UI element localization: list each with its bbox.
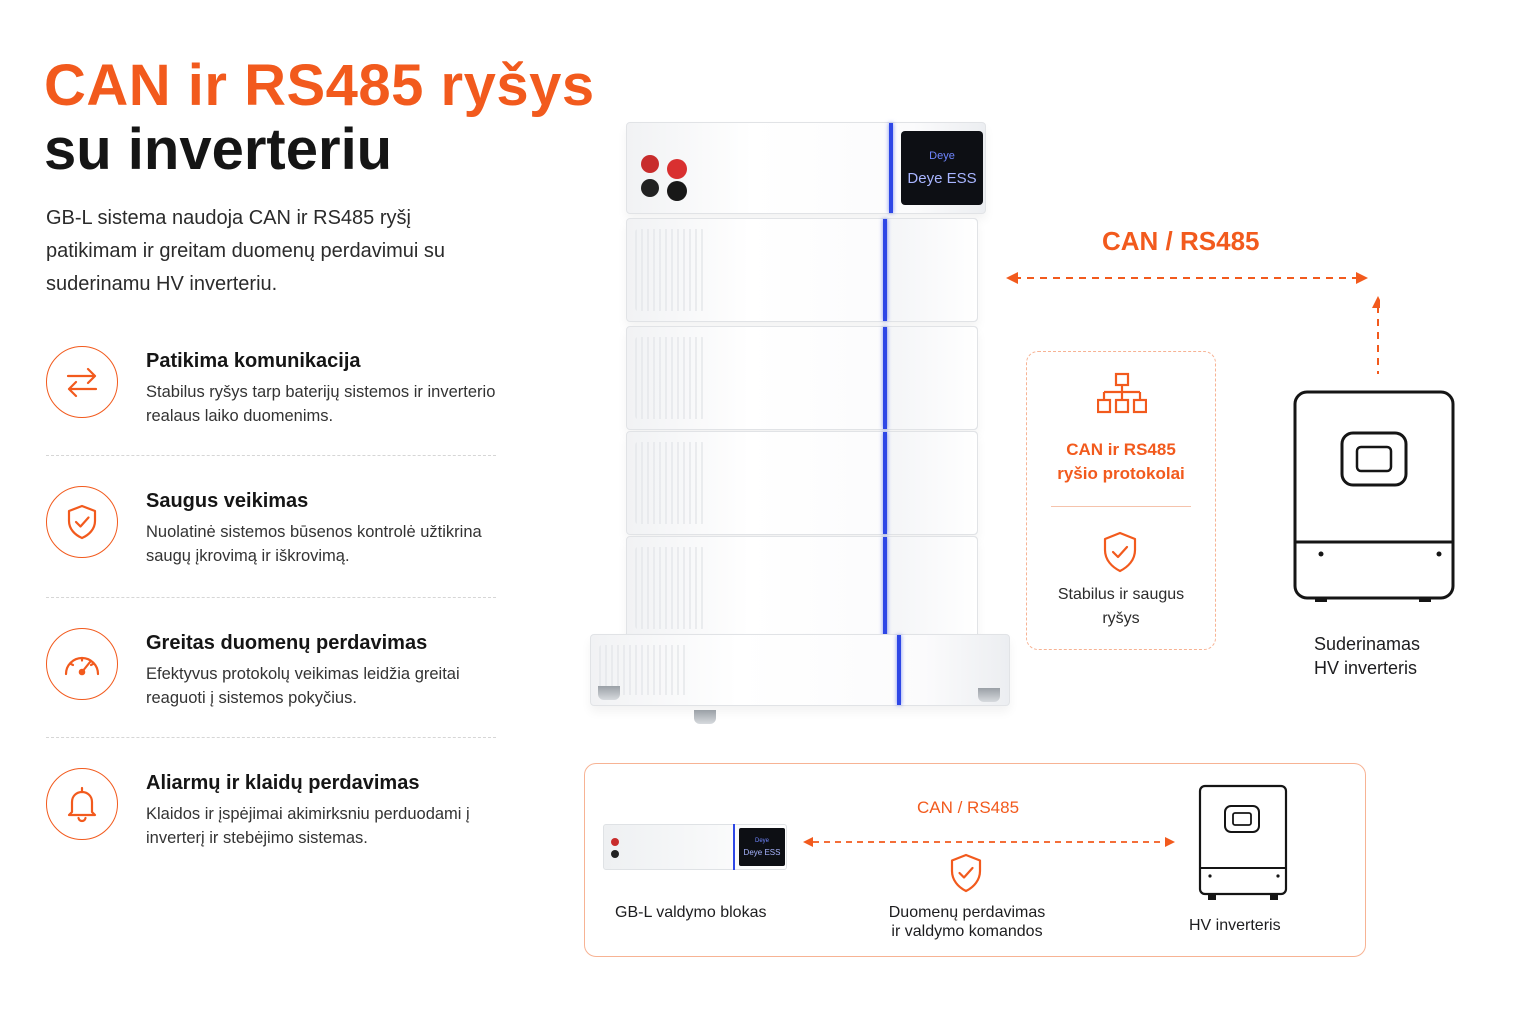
network-tree-icon [1097,372,1147,414]
positive-connector [667,159,687,179]
vent-grille [635,442,705,524]
negative-terminal [611,850,619,858]
feature-title: Saugus veikimas [146,490,309,512]
negative-connector [667,181,687,201]
led-stripe [883,219,887,321]
base-leg [694,710,716,724]
screen-label: Deye ESS [907,169,977,187]
module-side [887,537,977,639]
data-transfer-label: Duomenų perdavimas ir valdymo komandos [888,904,1046,940]
screen-label: Deye ESS [743,847,781,857]
display-screen: Deye Deye ESS [901,131,983,205]
led-stripe [883,327,887,429]
screen-brand: Deye [754,837,769,844]
led-stripe [889,123,893,213]
battery-module [626,326,978,430]
feature-safe-operation: Saugus veikimas Nuolatinė sistemos būsen… [46,486,506,576]
vent-grille [635,547,705,629]
negative-terminal [641,179,659,197]
battery-base [590,634,1010,706]
led-stripe [733,824,735,870]
speedometer-icon [46,628,118,700]
hv-inverter-illustration [1293,390,1455,602]
positive-terminal [611,838,619,846]
led-stripe [883,432,887,534]
base-leg [978,688,1000,702]
battery-stack: Deye Deye ESS [586,118,1016,730]
page-title: su inverteriu [44,117,393,182]
protocol-subtitle: Stabilus ir saugus ryšys [1057,586,1185,627]
inverter-label: Suderinamas HV inverteris [1314,634,1421,678]
page-title-accent: CAN ir RS485 ryšys [44,53,595,118]
connection-label: CAN / RS485 [1102,226,1260,256]
feature-title: Patikima komunikacija [146,350,361,372]
feature-fast-data: Greitas duomenų perdavimas Efektyvus pro… [46,628,506,718]
bell-icon [46,768,118,840]
shield-check-icon [46,486,118,558]
module-side [887,219,977,321]
vent-grille [635,229,705,311]
feature-desc: Stabilus ryšys tarp baterijų sistemos ir… [146,383,496,425]
shield-check-icon [1103,531,1137,573]
feature-desc: Klaidos ir įspėjimai akimirksniu perduod… [146,805,470,847]
arrows-exchange-icon [46,346,118,418]
control-unit-illustration: Deye Deye ESS [603,824,789,872]
battery-module [626,218,978,322]
divider [46,455,496,456]
screen-brand: Deye [929,149,955,162]
feature-title: Greitas duomenų perdavimas [146,632,428,654]
vent-grille [635,337,705,419]
feature-desc: Nuolatinė sistemos būsenos kontrolė užti… [146,523,482,565]
feature-alarm-transfer: Aliarmų ir klaidų perdavimas Klaidos ir … [46,768,506,858]
connection-summary-panel: Deye Deye ESS GB-L valdymo blokas CAN / … [584,763,1366,957]
led-stripe [897,635,901,705]
hv-inverter-label: HV inverteris [1189,917,1281,934]
intro-text: GB-L sistema naudoja CAN ir RS485 ryšį p… [46,207,446,295]
module-side [887,327,977,429]
bottom-connection-label: CAN / RS485 [917,798,1020,817]
battery-module [626,431,978,535]
feature-reliable-communication: Patikima komunikacija Stabilus ryšys tar… [46,346,506,436]
protocol-card: CAN ir RS485 ryšio protokolai Stabilus i… [1026,351,1216,650]
led-stripe [883,537,887,639]
shield-check-icon [950,853,982,893]
divider [46,597,496,598]
control-unit-label: GB-L valdymo blokas [615,904,767,921]
display-screen: Deye Deye ESS [739,828,785,866]
positive-terminal [641,155,659,173]
protocol-divider [1051,506,1191,507]
connection-arrows [1006,272,1380,374]
battery-module [626,536,978,640]
hv-inverter-small-illustration [1198,784,1288,900]
protocol-title: CAN ir RS485 ryšio protokolai [1057,440,1185,483]
module-side [887,432,977,534]
feature-title: Aliarmų ir klaidų perdavimas [146,772,420,794]
feature-desc: Efektyvus protokolų veikimas leidžia gre… [146,665,460,707]
control-module: Deye Deye ESS [626,122,986,214]
bidirectional-arrow [803,837,1175,847]
divider [46,737,496,738]
base-leg [598,686,620,700]
